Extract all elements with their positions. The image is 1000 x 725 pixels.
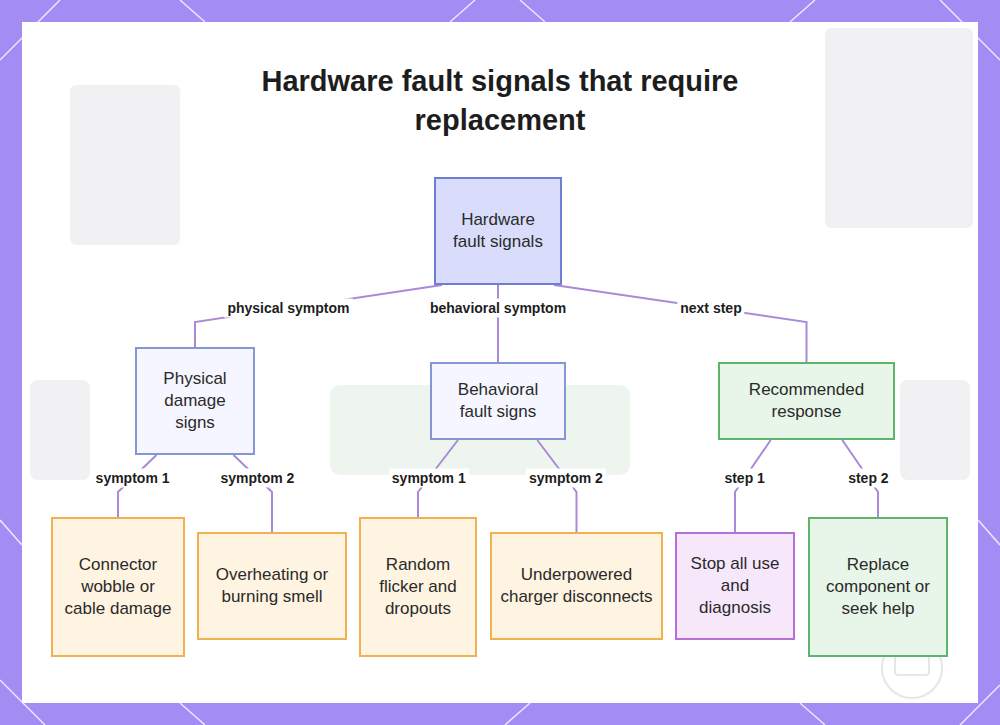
edge-label: symptom 2 <box>526 469 606 488</box>
process-box: Random flicker and dropouts <box>359 517 477 657</box>
process-box: Overheating or burning smell <box>197 532 347 640</box>
edge-label: behavioral symptom <box>427 299 569 318</box>
process-box: Behavioral fault signs <box>430 362 566 440</box>
faded-background <box>30 28 973 480</box>
box-text: Replace component or seek help <box>810 550 946 624</box>
box-text: Recommended response <box>720 375 893 427</box>
box-text: Underpowered charger disconnects <box>492 560 661 612</box>
connector-line <box>234 455 273 532</box>
box-text: Random flicker and dropouts <box>361 550 475 624</box>
process-box: Hardware fault signals <box>434 177 562 285</box>
edge-label: symptom 1 <box>389 469 469 488</box>
process-box: Connector wobble or cable damage <box>51 517 185 657</box>
connector-line <box>554 285 807 362</box>
box-text: Stop all use and diagnosis <box>677 549 793 623</box>
edge-label: next step <box>677 299 744 318</box>
process-box: Underpowered charger disconnects <box>490 532 663 640</box>
box-text: Overheating or burning smell <box>199 560 345 612</box>
edge-label: symptom 1 <box>93 469 173 488</box>
process-box: Recommended response <box>718 362 895 440</box>
panel <box>22 22 978 703</box>
box-text: Connector wobble or cable damage <box>53 550 183 624</box>
connector-line <box>497 285 499 362</box>
process-box: Physical damage signs <box>135 347 255 455</box>
edge-label: step 2 <box>845 469 891 488</box>
box-text: Hardware fault signals <box>436 205 560 257</box>
process-box: Stop all use and diagnosis <box>675 532 795 640</box>
edge-label: symptom 2 <box>217 469 297 488</box>
diagram-title: Hardware fault signals that require repl… <box>200 62 800 140</box>
box-text: Behavioral fault signs <box>432 375 564 427</box>
edge-label: step 1 <box>721 469 767 488</box>
box-text: Physical damage signs <box>137 364 253 438</box>
process-box: Replace component or seek help <box>808 517 948 657</box>
connector-line <box>195 285 442 347</box>
edge-label: physical symptom <box>224 299 352 318</box>
